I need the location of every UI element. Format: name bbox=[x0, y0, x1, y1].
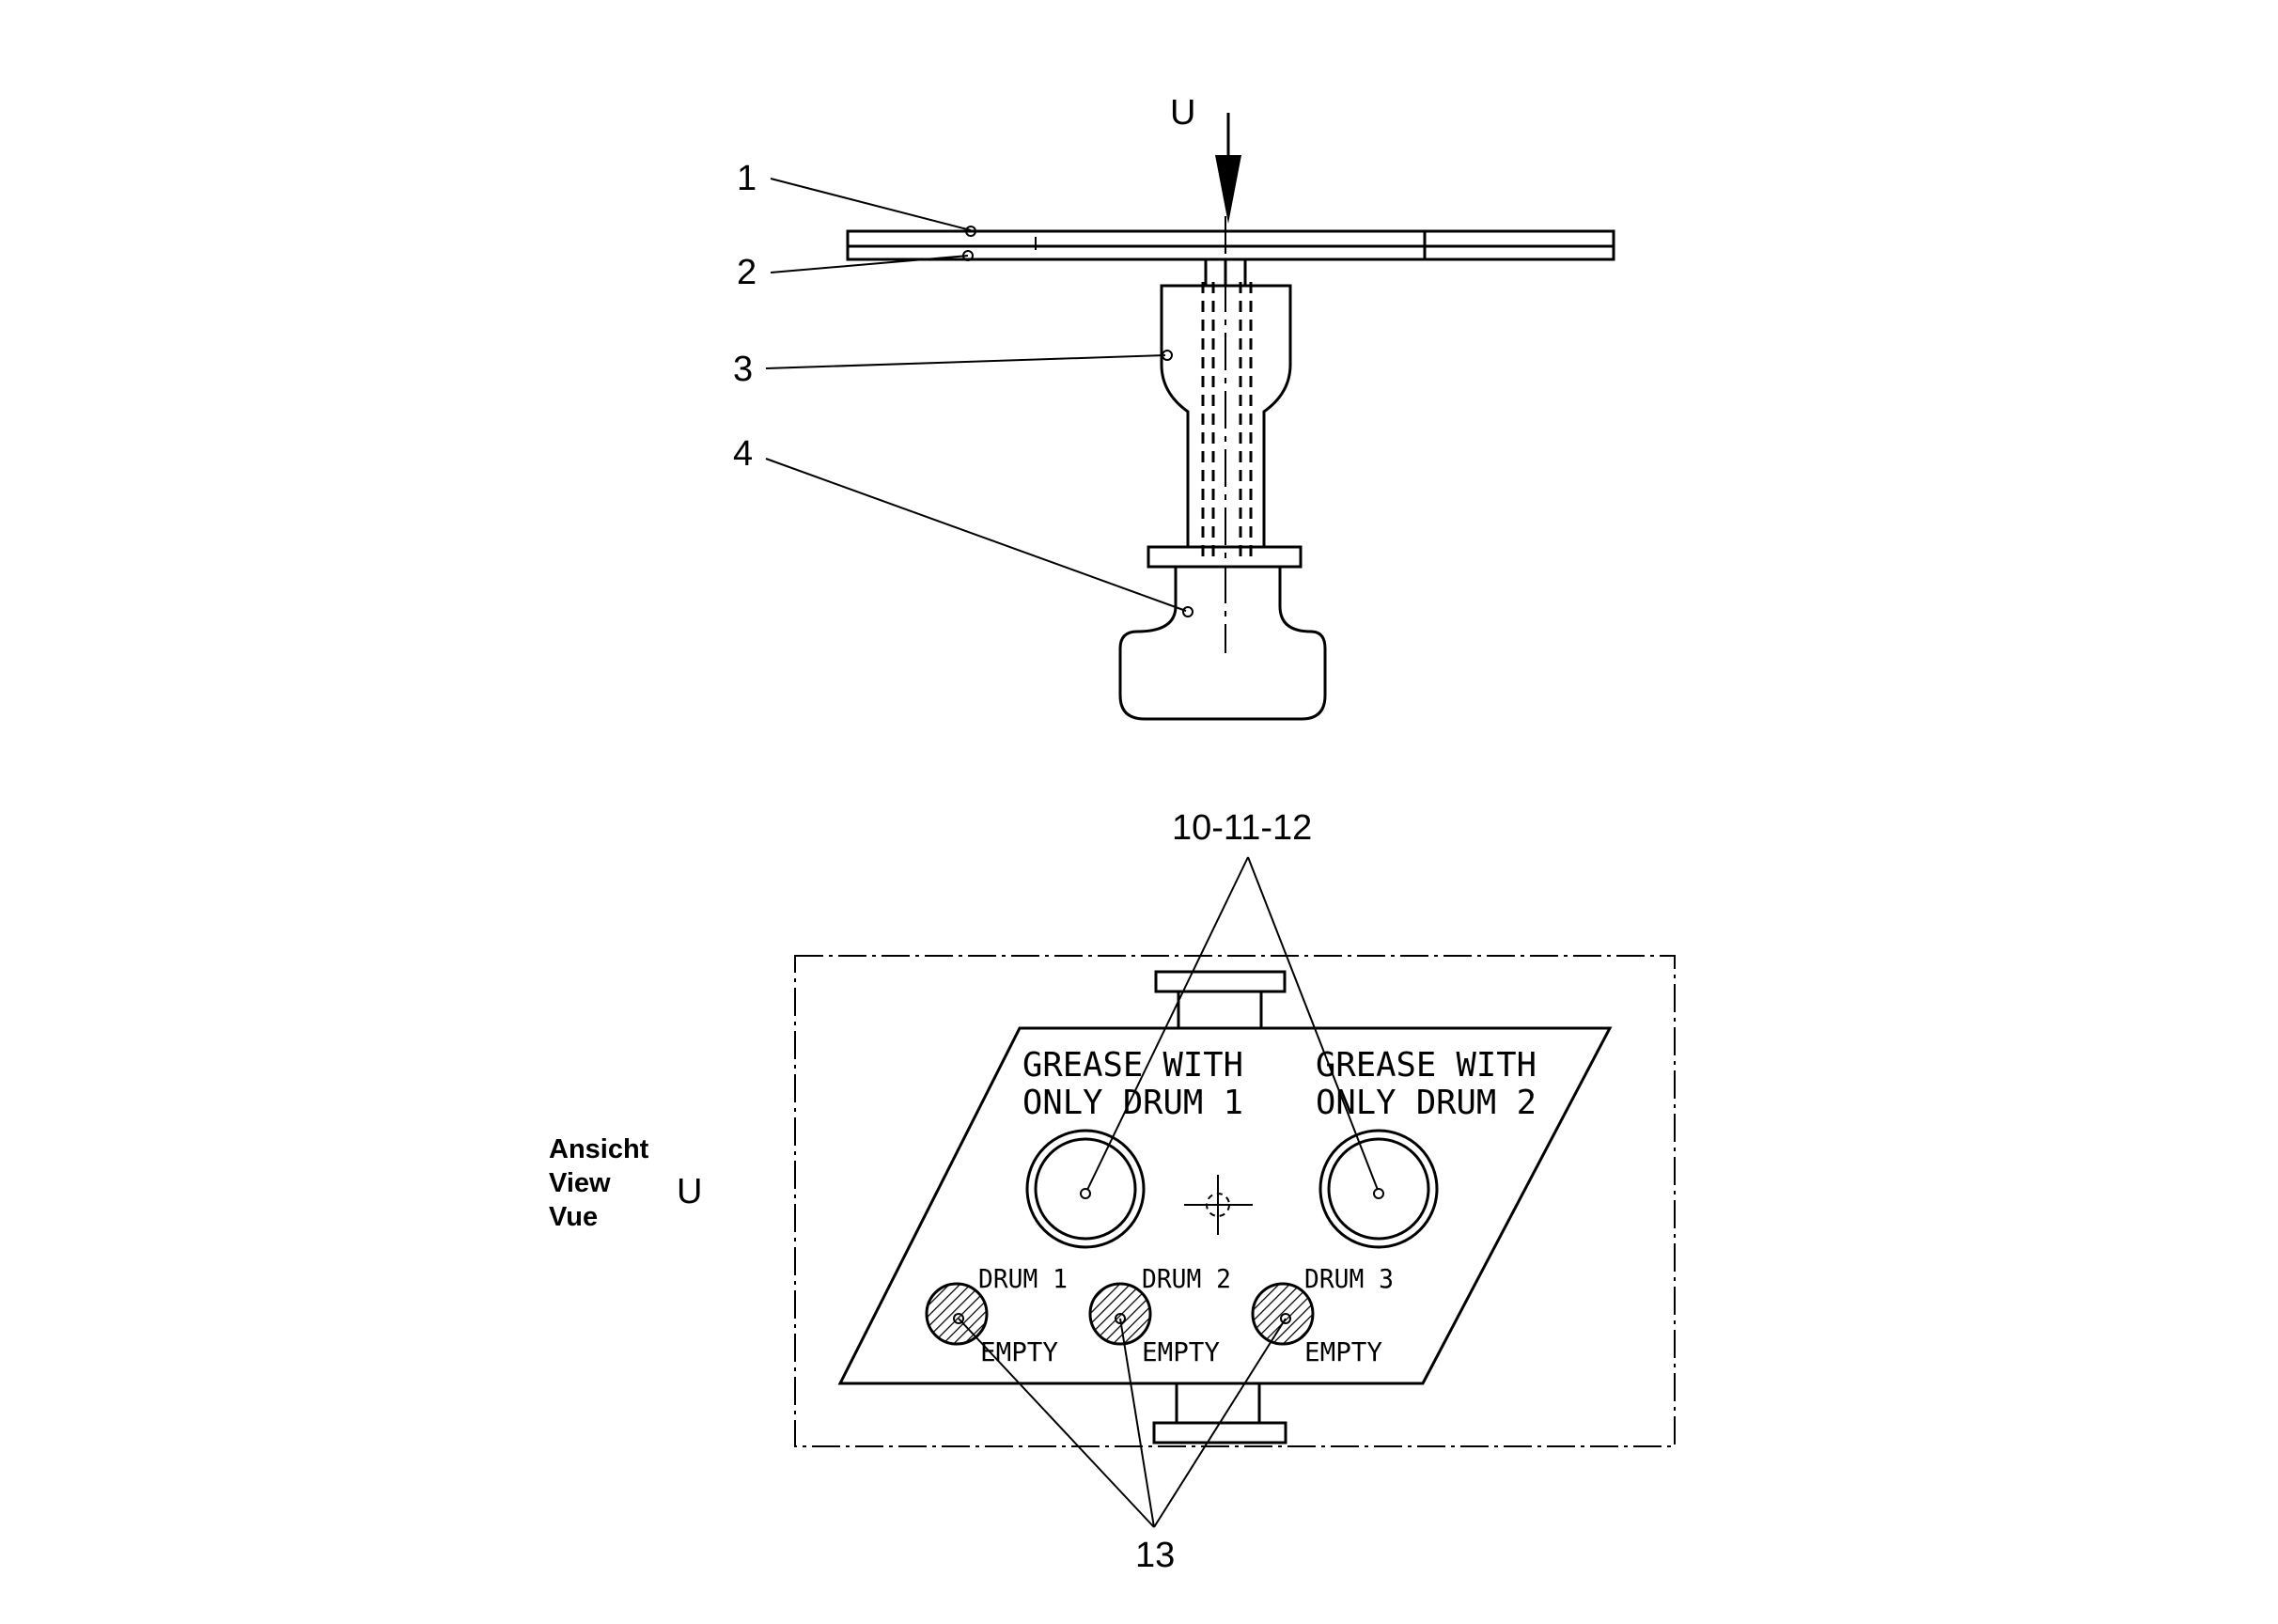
view-u: GREASE WITH ONLY DRUM 1 GREASE WITH ONLY… bbox=[549, 808, 1676, 1575]
plate-left-line2: ONLY DRUM 1 bbox=[1022, 1084, 1243, 1122]
view-arrow: U bbox=[1170, 93, 1241, 224]
internal-bore bbox=[1201, 282, 1253, 564]
grease-nipple-right bbox=[1318, 1129, 1439, 1249]
drum-3-indicator bbox=[1251, 1282, 1315, 1346]
top-bracket bbox=[1154, 970, 1287, 1028]
drum-1-status: EMPTY bbox=[980, 1336, 1058, 1367]
lower-fitting bbox=[1118, 565, 1327, 721]
drum-1-label: DRUM 1 bbox=[978, 1263, 1068, 1294]
view-label-line1: Ansicht bbox=[549, 1134, 649, 1164]
outer-frame bbox=[794, 955, 1676, 1447]
centre-mark-icon bbox=[1184, 1175, 1253, 1235]
drum-2-status: EMPTY bbox=[1142, 1336, 1220, 1367]
drum-3-status: EMPTY bbox=[1304, 1336, 1382, 1367]
callout-1: 1 bbox=[737, 159, 757, 198]
callout-2: 2 bbox=[737, 253, 757, 292]
callout-13: 13 bbox=[1135, 1536, 1175, 1575]
view-label-line3: Vue bbox=[549, 1202, 598, 1232]
view-label-line2: View bbox=[549, 1168, 611, 1198]
plate-left-line1: GREASE WITH bbox=[1022, 1046, 1243, 1085]
drum-3-label: DRUM 3 bbox=[1304, 1263, 1394, 1294]
grease-nipple-left bbox=[1025, 1129, 1146, 1249]
drum-2-label: DRUM 2 bbox=[1142, 1263, 1231, 1294]
plate-right-line2: ONLY DRUM 2 bbox=[1316, 1084, 1537, 1122]
drum-1-indicator bbox=[925, 1282, 989, 1346]
arrow-head-icon bbox=[1215, 155, 1241, 224]
drum-2-indicator bbox=[1088, 1282, 1152, 1346]
callout-3: 3 bbox=[733, 350, 753, 389]
view-label-letter: U bbox=[677, 1172, 702, 1211]
label-plate bbox=[837, 1026, 1613, 1385]
callout-4: 4 bbox=[733, 434, 753, 474]
bottom-bracket bbox=[1152, 1383, 1287, 1444]
view-arrow-letter: U bbox=[1170, 93, 1195, 133]
callout-10-11-12: 10-11-12 bbox=[1172, 808, 1312, 848]
side-view: U 1 bbox=[733, 93, 1615, 721]
plate-right-line1: GREASE WITH bbox=[1316, 1046, 1537, 1085]
